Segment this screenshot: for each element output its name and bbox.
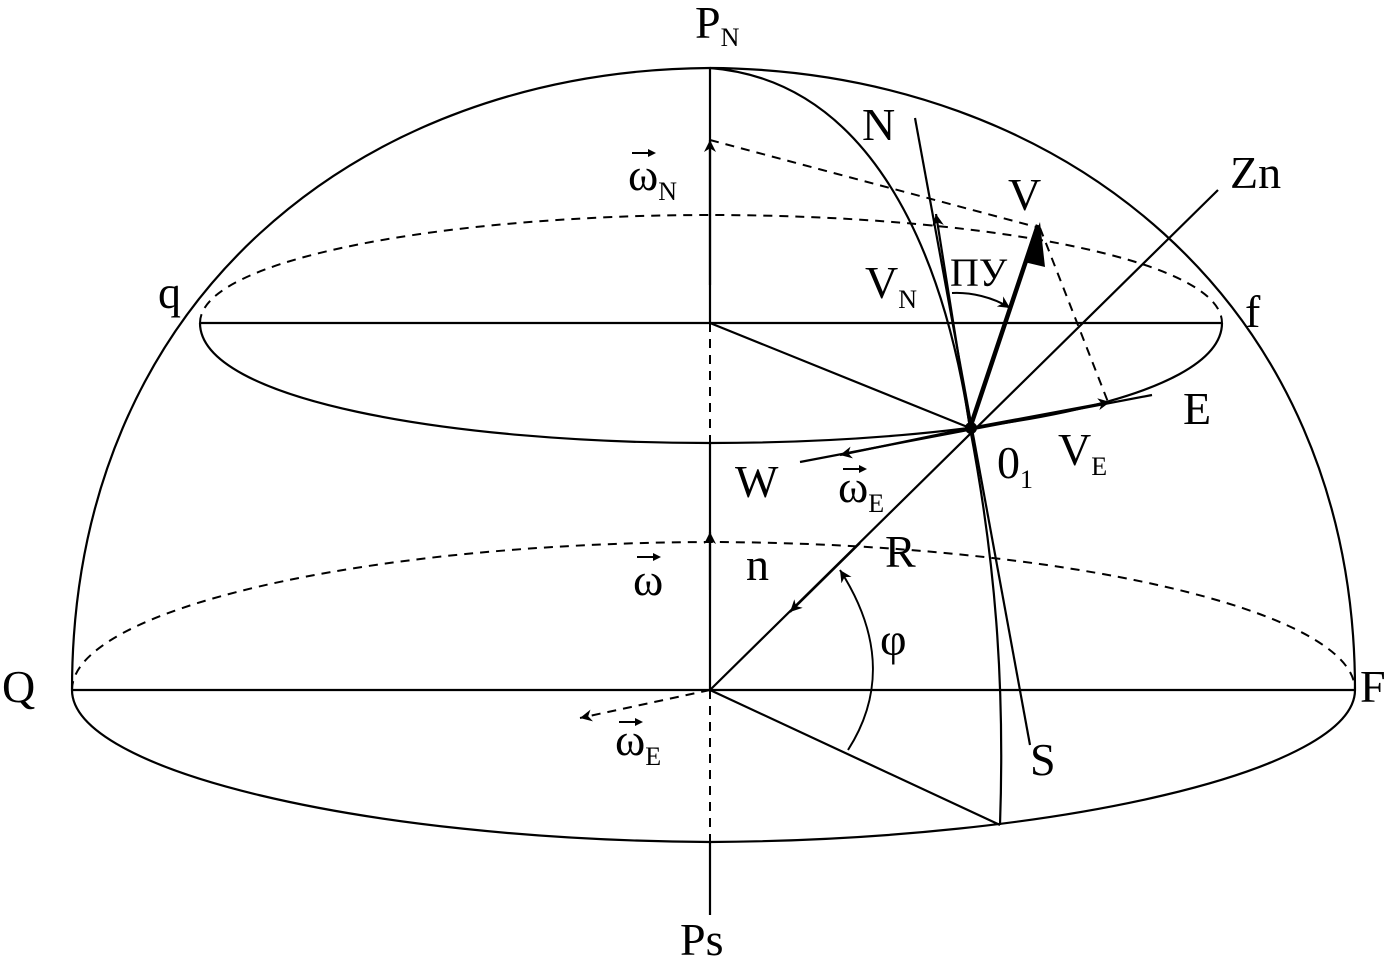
velocity-arrowhead: [1024, 222, 1045, 267]
hemisphere-outline: [70, 66, 1357, 691]
latitude-arc: [839, 569, 874, 751]
projection-dashed-2: [1039, 227, 1109, 403]
velocity-east-arrow: [969, 398, 1111, 430]
label-equator-left: Q: [2, 661, 35, 712]
label-omega: ω: [633, 554, 663, 605]
omega-east-point-arrow: [839, 426, 971, 459]
label-north: N: [862, 99, 895, 150]
label-parallel-left: q: [158, 267, 181, 318]
label-east: E: [1183, 383, 1211, 434]
label-omega-north: ωN: [628, 149, 677, 206]
projection-dashed-1: [709, 139, 1041, 229]
label-south: S: [1030, 734, 1056, 785]
label-west: W: [735, 456, 779, 507]
parallel-radius: [709, 321, 971, 430]
label-zenith: Zn: [1230, 147, 1281, 198]
normal-arrow: [789, 542, 861, 613]
radius-to-meridian-base: [709, 689, 1001, 826]
label-radius: R: [885, 526, 916, 577]
equator-front: [70, 689, 1357, 844]
label-course-angle: ПУ: [950, 250, 1008, 295]
label-velocity-north: VN: [865, 257, 917, 314]
label-velocity: V: [1008, 169, 1041, 220]
label-point-o1: 01: [997, 437, 1033, 494]
label-latitude: φ: [880, 614, 907, 665]
course-angle-arc: [951, 291, 1011, 309]
label-normal: n: [746, 539, 769, 590]
omega-east-center-arrow: [579, 689, 711, 722]
label-north-pole: PN: [695, 0, 740, 52]
label-parallel-right: f: [1245, 286, 1261, 337]
equator-back: [71, 540, 1356, 691]
vector-overbars: [619, 149, 867, 726]
label-south-pole: Ps: [680, 914, 723, 962]
label-equator-right: F: [1360, 661, 1386, 712]
label-velocity-east: VE: [1058, 424, 1107, 481]
point-o1: [965, 422, 977, 434]
velocity-north-arrow: [931, 213, 972, 429]
